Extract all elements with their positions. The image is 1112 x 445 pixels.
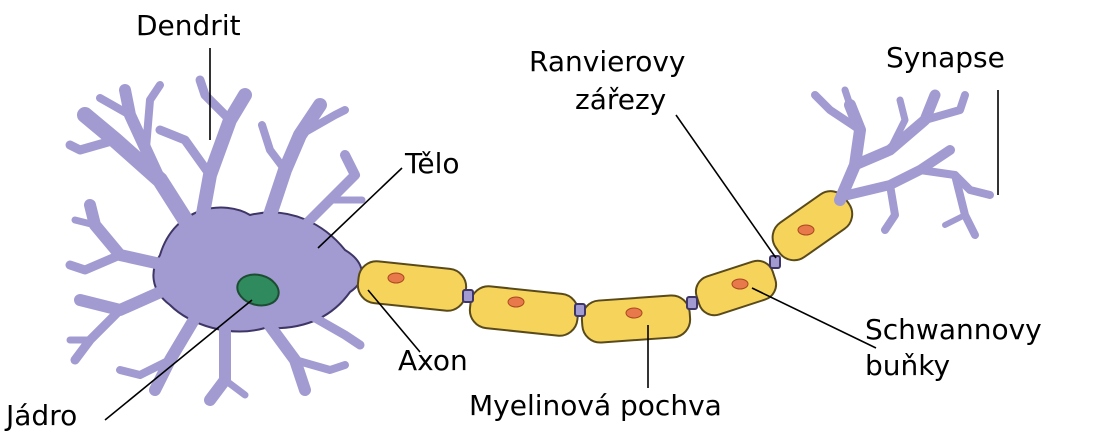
label-ranvier-1: Ranvierovy — [529, 48, 686, 76]
label-schwann-1: Schwannovy — [865, 316, 1042, 344]
label-dendrit: Dendrit — [136, 12, 241, 40]
label-axon: Axon — [398, 347, 468, 375]
label-ranvier-2: zářezy — [575, 86, 666, 114]
myelin-segment-1 — [356, 259, 468, 312]
myelin-segment-2 — [468, 284, 580, 337]
label-schwann-2: buňky — [865, 352, 950, 380]
myelin-segment-3 — [581, 294, 692, 343]
myelin-sheath — [356, 184, 859, 344]
label-myelin: Myelinová pochva — [469, 392, 722, 420]
label-synapse: Synapse — [886, 44, 1005, 72]
label-jadro: Jádro — [6, 402, 77, 430]
label-telo: Tělo — [405, 150, 459, 178]
